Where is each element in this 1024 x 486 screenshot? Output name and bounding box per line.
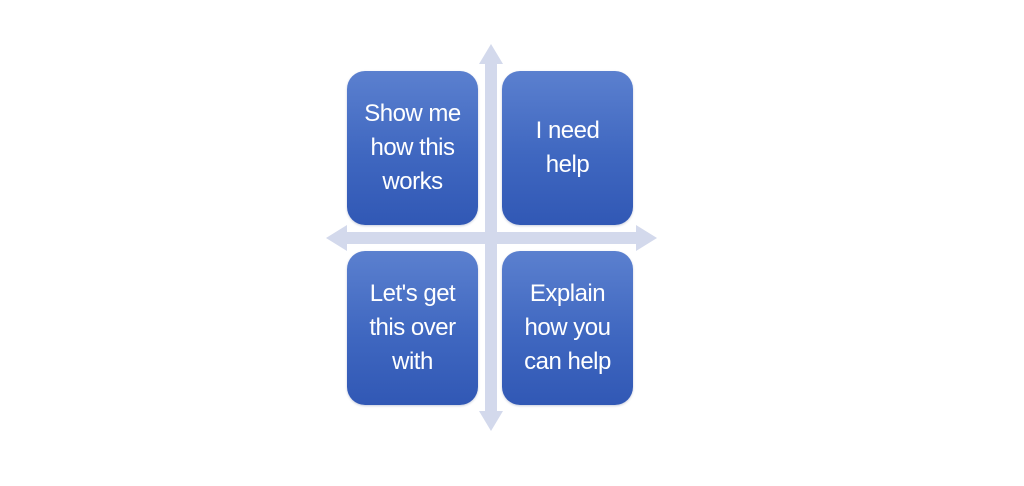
arrow-up-icon bbox=[479, 44, 503, 64]
arrow-right-icon bbox=[636, 225, 657, 251]
quadrant-bottom-left: Let's get this over with bbox=[347, 251, 478, 405]
quadrant-top-left: Show me how this works bbox=[347, 71, 478, 225]
horizontal-axis bbox=[344, 232, 638, 244]
quadrant-top-right: I need help bbox=[502, 71, 633, 225]
arrow-left-icon bbox=[326, 225, 347, 251]
quadrant-bottom-right: Explain how you can help bbox=[502, 251, 633, 405]
arrow-down-icon bbox=[479, 411, 503, 431]
